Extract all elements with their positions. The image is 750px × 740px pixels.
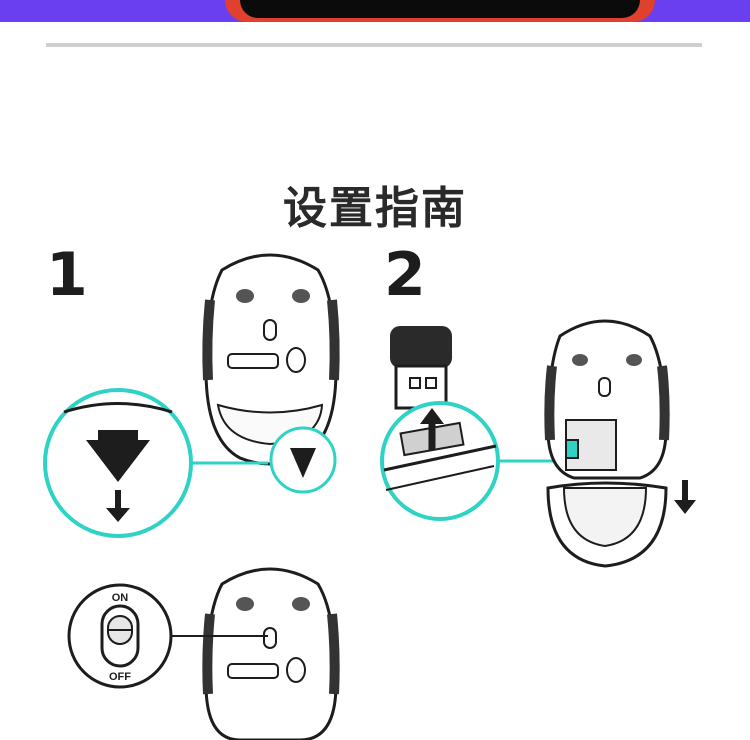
step-2-number: 2 <box>384 240 426 310</box>
callout-receiver-slot <box>380 401 500 521</box>
switch-on-label: ON <box>112 592 129 604</box>
mouse-open-battery <box>544 319 670 568</box>
header-band <box>0 0 750 22</box>
mouse-bottom-view-2 <box>202 567 340 740</box>
header-banner <box>240 0 640 18</box>
section-divider <box>46 43 702 47</box>
power-switch-callout <box>67 583 173 689</box>
usb-receiver <box>390 326 452 410</box>
page-title: 设置指南 <box>283 184 467 233</box>
callout-tab-pull <box>43 388 193 538</box>
switch-off-label: OFF <box>109 671 131 683</box>
step-1-number: 1 <box>46 240 88 310</box>
